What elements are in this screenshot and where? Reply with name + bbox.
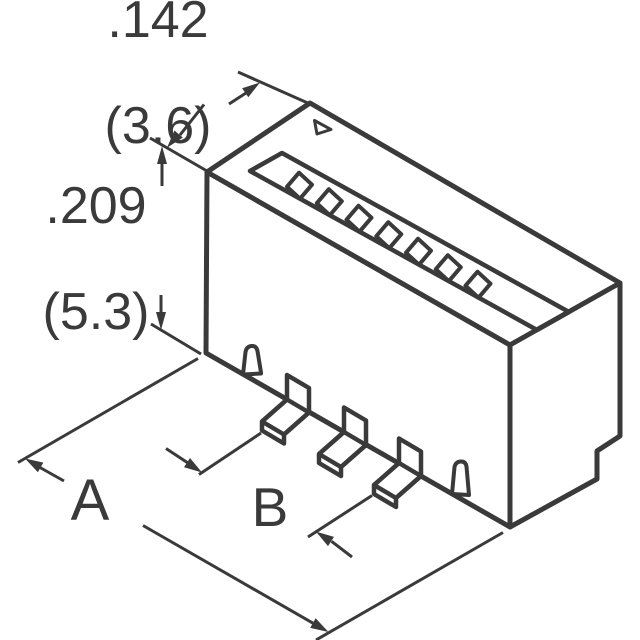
dimension-arrowhead	[157, 146, 167, 164]
dimension-height-inches: .209	[45, 177, 147, 235]
dimension-arrowhead	[25, 458, 44, 473]
smt-lead	[371, 436, 424, 510]
contact-tooth	[433, 253, 463, 284]
polarity-marker-icon	[313, 119, 333, 136]
contact-tooth	[463, 269, 493, 300]
dimension-line	[142, 524, 314, 625]
smt-leads	[259, 372, 424, 510]
locking-tab	[450, 459, 471, 497]
dimension-line	[39, 466, 65, 483]
contact-tooth	[374, 220, 404, 251]
dimension-arrow-shaft	[165, 447, 189, 465]
smt-lead	[316, 405, 369, 479]
dimension-a	[17, 357, 504, 640]
dimension-height-label: .209 (5.3)	[20, 180, 172, 339]
dimension-annotations	[17, 70, 504, 640]
dimension-depth-inches: .142	[107, 0, 209, 49]
dimension-height	[150, 146, 202, 356]
contact-tooth	[285, 170, 314, 201]
dimension-height-mm: (5.3)	[42, 283, 150, 341]
dimension-b-label: B	[251, 476, 289, 538]
dimension-arrowhead	[167, 130, 183, 148]
extension-line	[198, 431, 262, 476]
dimension-depth-label: .142 (3.6)	[92, 0, 224, 153]
extension-line	[149, 136, 208, 173]
dimension-arrow-shaft	[178, 103, 206, 136]
extension-line	[315, 531, 504, 640]
contact-tooth	[314, 187, 344, 218]
dimension-arrowhead	[242, 82, 260, 98]
dimension-arrowhead	[184, 458, 202, 473]
extension-line	[150, 322, 202, 356]
extension-line	[307, 494, 373, 539]
dimension-arrow-shaft	[228, 91, 247, 106]
contact-teeth	[285, 170, 493, 300]
dimension-arrow-shaft	[330, 540, 353, 559]
extension-line	[237, 70, 311, 106]
locking-tab	[241, 343, 263, 377]
dimension-arrowhead	[310, 618, 329, 632]
smt-lead	[259, 372, 312, 446]
dimension-a-label: A	[70, 468, 110, 533]
dimension-depth-mm: (3.6)	[104, 97, 212, 155]
contact-tooth	[404, 236, 433, 267]
extension-line	[17, 357, 199, 464]
dimension-arrowhead	[156, 312, 166, 330]
dimension-b	[165, 431, 373, 559]
contact-tooth	[344, 203, 374, 234]
right-face	[507, 280, 623, 530]
dimension-depth	[149, 70, 311, 173]
locking-tabs	[241, 343, 471, 497]
dimension-arrowhead	[316, 531, 334, 547]
